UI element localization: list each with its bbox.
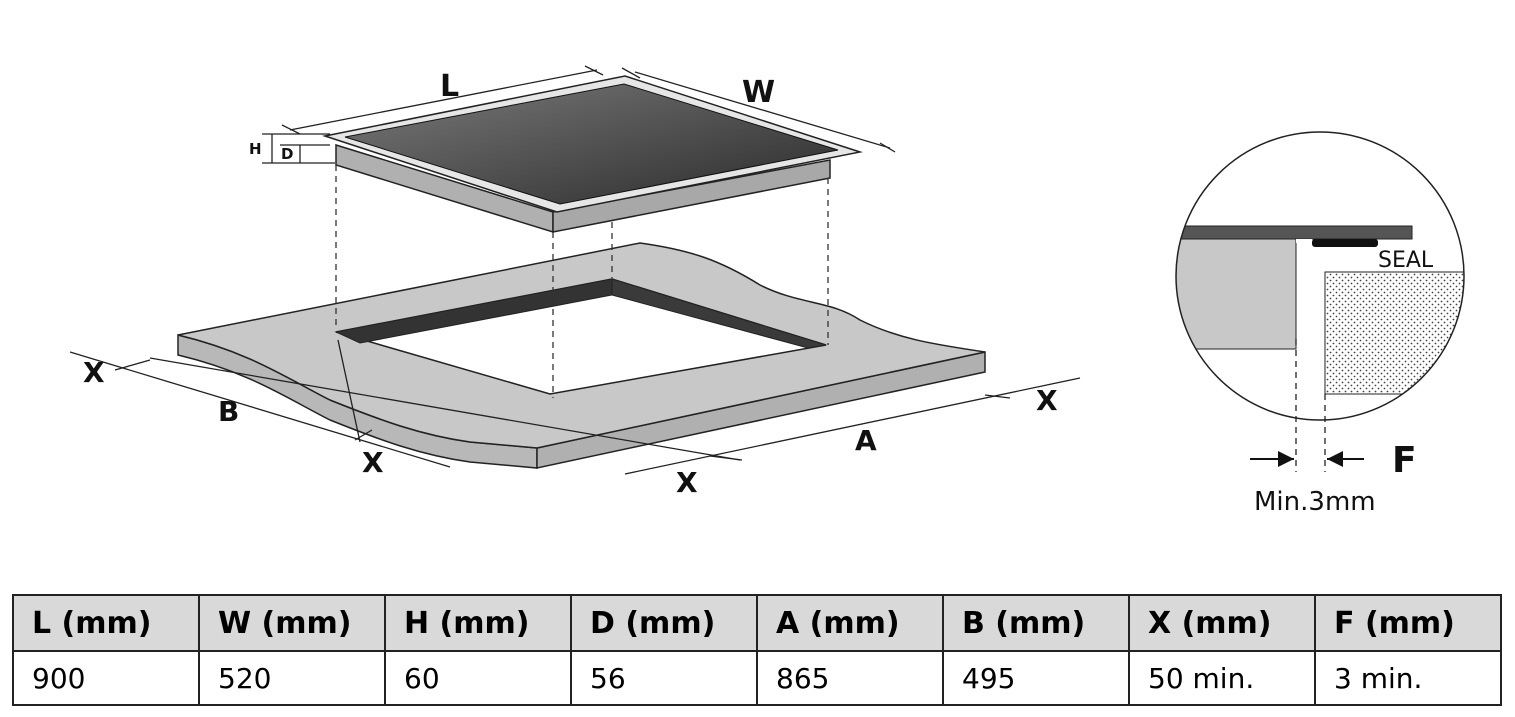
dimensions-table: L (mm) W (mm) H (mm) D (mm) A (mm) B (mm…	[12, 594, 1502, 706]
table-row: 900 520 60 56 865 495 50 min. 3 min.	[12, 650, 1502, 706]
hob	[322, 75, 863, 234]
dimension-lines-worktop	[69, 339, 1081, 475]
header-W: W (mm)	[198, 594, 386, 652]
label-min-gap: Min.3mm	[1254, 487, 1376, 517]
label-H: H	[249, 140, 262, 158]
cell-A: 865	[756, 650, 944, 706]
hob-glass	[344, 83, 839, 205]
cell-X: 50 min.	[1128, 650, 1316, 706]
header-F: F (mm)	[1314, 594, 1502, 652]
worktop	[177, 242, 986, 469]
worktop-top-surface	[177, 242, 986, 449]
label-X-front-right: X	[676, 466, 698, 499]
cell-L: 900	[12, 650, 200, 706]
label-A: A	[855, 424, 877, 457]
header-L: L (mm)	[12, 594, 200, 652]
label-F: F	[1392, 440, 1417, 481]
cell-W: 520	[198, 650, 386, 706]
label-X-left: X	[83, 356, 105, 389]
seal-detail: SEAL F Min.3mm	[1175, 131, 1465, 517]
projection-lines	[335, 165, 829, 398]
dimension-lines-hob	[262, 65, 896, 164]
cell-F: 3 min.	[1314, 650, 1502, 706]
label-W: W	[742, 75, 775, 110]
detail-hob-glass	[1176, 225, 1413, 240]
cell-B: 495	[942, 650, 1130, 706]
cell-H: 60	[384, 650, 572, 706]
detail-worktop-block	[1176, 238, 1297, 350]
header-D: D (mm)	[570, 594, 758, 652]
label-seal: SEAL	[1378, 248, 1434, 273]
label-X-front-left: X	[362, 446, 384, 479]
detail-circle-outline	[1175, 131, 1465, 421]
header-B: B (mm)	[942, 594, 1130, 652]
label-B: B	[218, 395, 239, 428]
hob-right-edge	[552, 159, 831, 233]
cutout-right-wall	[611, 278, 827, 349]
header-A: A (mm)	[756, 594, 944, 652]
cell-D: 56	[570, 650, 758, 706]
installation-diagram: L W H D X B X X A X SEAL F Min.3mm	[69, 65, 1465, 517]
label-X-right: X	[1036, 384, 1058, 417]
detail-seal	[1312, 239, 1378, 247]
header-X: X (mm)	[1128, 594, 1316, 652]
label-L: L	[440, 69, 459, 104]
table-header-row: L (mm) W (mm) H (mm) D (mm) A (mm) B (mm…	[12, 594, 1502, 652]
label-D: D	[281, 145, 293, 163]
header-H: H (mm)	[384, 594, 572, 652]
